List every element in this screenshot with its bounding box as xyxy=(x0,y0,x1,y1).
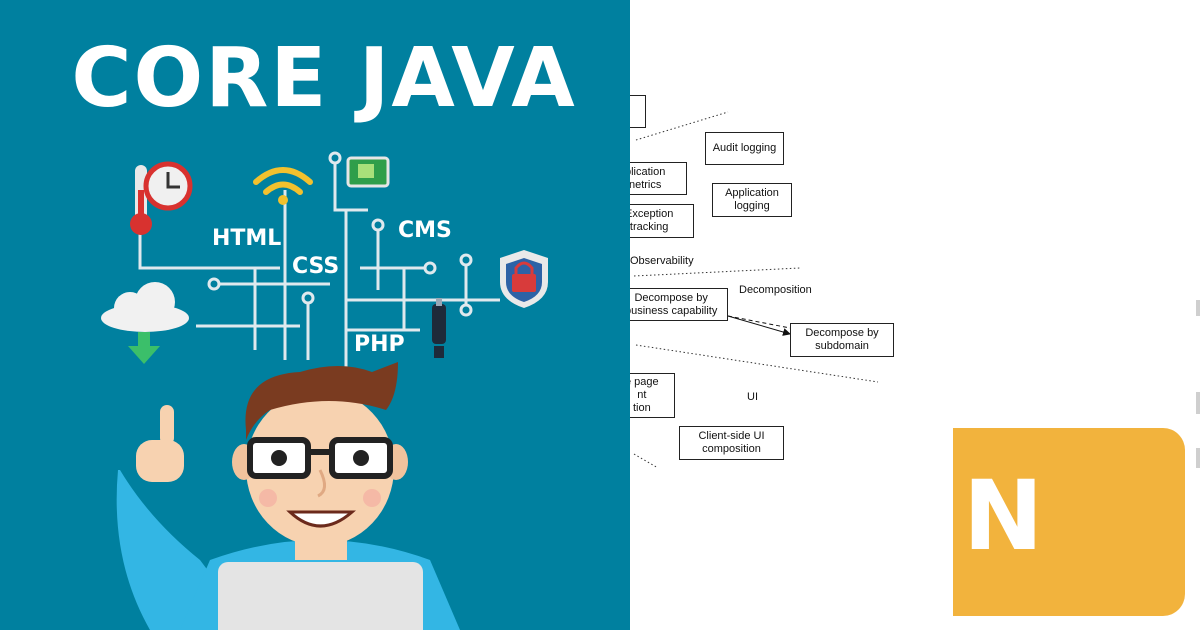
diagram-connectors xyxy=(633,111,879,469)
circuit-nodes xyxy=(207,151,473,317)
php-label: PHP xyxy=(354,332,405,357)
developer-avatar xyxy=(116,362,460,630)
cms-label: CMS xyxy=(398,218,452,243)
diagram-node-page-composition: e page nt tion xyxy=(630,373,675,418)
diagram-node-audit-logging: Audit logging xyxy=(705,132,784,165)
core-java-banner: CORE JAVA HTML CSS CMS PHP xyxy=(0,0,630,630)
orange-badge: N xyxy=(953,428,1185,616)
circuit-lines xyxy=(138,160,500,370)
diagram-node-decompose-business: Decompose by business capability xyxy=(630,288,728,321)
html-label: HTML xyxy=(212,226,282,251)
diagram-label-ui: UI xyxy=(747,391,758,403)
diagram-label-observability: Observability xyxy=(630,255,694,267)
diagram-node-application-logging: Application logging xyxy=(712,183,792,217)
edge-mark xyxy=(1196,392,1200,414)
usb-drive-icon xyxy=(432,298,446,358)
pattern-diagram: Audit logging plication netrics Applicat… xyxy=(630,0,1200,630)
edge-mark xyxy=(1196,300,1200,316)
lock-shield-icon xyxy=(500,250,548,308)
diagram-node-clipped-top xyxy=(630,95,646,128)
edge-mark xyxy=(1196,448,1200,468)
badge-letter: N xyxy=(963,460,1044,572)
diagram-node-exception-tracking: Exception tracking xyxy=(630,204,694,238)
chip-icon xyxy=(346,156,390,188)
wifi-icon xyxy=(253,167,313,205)
diagram-label-decomposition: Decomposition xyxy=(739,284,812,296)
thermometer-clock-icon xyxy=(130,161,193,235)
cloud-download-icon xyxy=(101,282,189,364)
diagram-node-application-metrics: plication netrics xyxy=(630,162,687,195)
banner-title: CORE JAVA xyxy=(71,31,577,126)
banner-illustration xyxy=(101,151,548,630)
css-label: CSS xyxy=(292,254,340,279)
diagram-node-decompose-subdomain: Decompose by subdomain xyxy=(790,323,894,357)
diagram-node-client-ui-composition: Client-side UI composition xyxy=(679,426,784,460)
